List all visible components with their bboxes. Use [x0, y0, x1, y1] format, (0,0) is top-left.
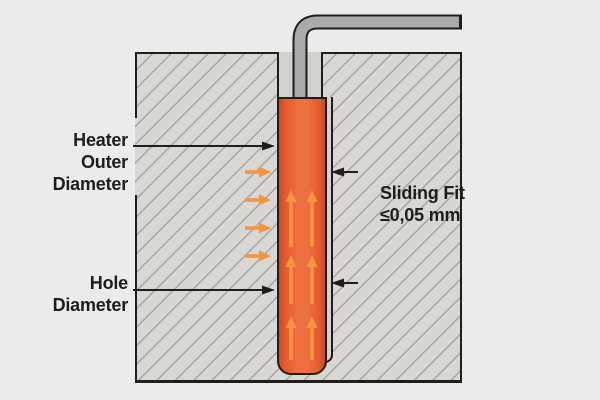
- radial-heat-arrows: [245, 166, 271, 262]
- label-sliding-fit: Sliding Fit ≤0,05 mm: [380, 183, 465, 225]
- hole-diameter-arrow: [133, 285, 275, 295]
- label-heater-outer-diameter: Heater Outer Diameter: [52, 130, 129, 194]
- label-hole-diameter: Hole Diameter: [52, 273, 129, 315]
- axial-heat-arrows: [285, 190, 318, 360]
- cartridge-heater: [277, 97, 327, 375]
- sliding-fit-arrow-upper: [331, 167, 358, 177]
- block-left-edge-upper: [135, 52, 137, 118]
- sliding-fit-arrow-lower: [331, 278, 358, 288]
- heater-od-arrow: [133, 141, 275, 151]
